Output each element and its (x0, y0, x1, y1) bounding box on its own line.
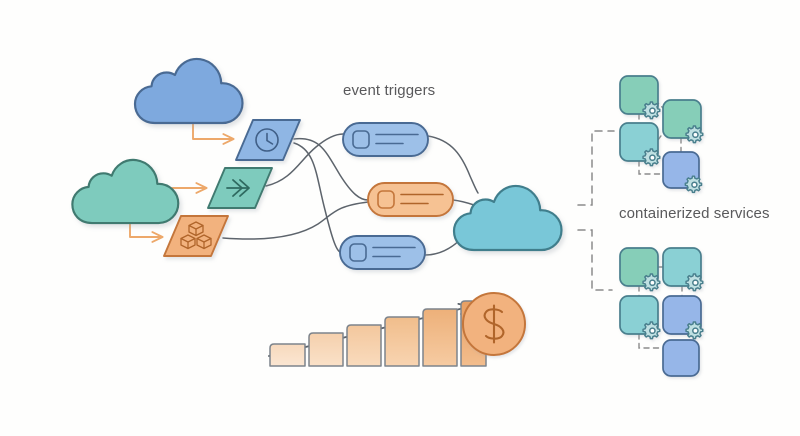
label-event-triggers: event triggers (343, 82, 436, 99)
growth-chart (268, 292, 526, 367)
gear-icon (685, 321, 704, 340)
card-thumb-icon (352, 130, 370, 149)
gear-icon (642, 101, 661, 120)
service-node[interactable] (619, 122, 661, 167)
service-node[interactable] (662, 295, 704, 340)
chart-bar (422, 308, 458, 367)
arrow-teal-cloud-to-storage (129, 217, 161, 237)
gear-icon (685, 273, 704, 292)
dollar-coin (462, 292, 526, 356)
service-node[interactable] (619, 295, 661, 340)
cluster-top (619, 75, 704, 194)
card-lines-icon (375, 133, 419, 145)
function-card-bottom-body (339, 235, 426, 270)
gear-icon (685, 125, 704, 144)
service-node[interactable] (662, 339, 700, 377)
service-node[interactable] (662, 99, 704, 144)
service-node[interactable] (662, 151, 703, 194)
branch-to-top-cluster (577, 130, 615, 206)
service-node-body (662, 339, 700, 377)
card-thumb-icon (377, 190, 395, 209)
cluster-branch-lines (577, 130, 615, 291)
clock-icon (255, 128, 279, 152)
trigger-schedule-body (235, 119, 301, 161)
arrow-blue-cloud-to-schedule (192, 117, 232, 139)
branch-to-bottom-cluster (577, 229, 613, 291)
card-thumb-icon (349, 243, 367, 262)
function-card-top[interactable] (342, 122, 429, 157)
curve-middle-to-cloud (452, 199, 475, 206)
label-containerized-services: containerized services (619, 205, 770, 222)
function-card-middle-body (367, 182, 454, 217)
gear-icon (642, 321, 661, 340)
service-node[interactable] (619, 75, 661, 120)
trigger-schedule[interactable] (235, 119, 301, 161)
cluster-bottom (619, 247, 704, 377)
chart-bar (269, 343, 306, 367)
trigger-queue[interactable] (207, 167, 273, 209)
gear-icon (642, 273, 661, 292)
service-node[interactable] (619, 247, 661, 292)
curve-schedule-to-middle (293, 137, 369, 201)
card-lines-icon (400, 193, 444, 205)
curve-storage-to-middle (222, 201, 369, 240)
service-node[interactable] (662, 247, 704, 292)
function-card-middle[interactable] (367, 182, 454, 217)
gear-icon (684, 175, 703, 194)
trigger-storage[interactable] (163, 215, 229, 257)
feed-arrows (129, 117, 232, 237)
function-card-top-body (342, 122, 429, 157)
chart-bar (308, 332, 344, 367)
chart-bar (346, 324, 382, 367)
function-card-bottom[interactable] (339, 235, 426, 270)
curve-schedule-to-bottom (293, 142, 341, 253)
curve-queue-to-top (265, 133, 344, 187)
gear-icon (642, 148, 661, 167)
card-lines-icon (372, 246, 416, 258)
curve-top-to-cloud (427, 135, 479, 194)
boxes-icon (180, 221, 212, 250)
chart-bar (384, 316, 420, 367)
dollar-sign-icon (483, 304, 505, 344)
chart-bars (269, 300, 487, 367)
arrow-right-icon (226, 179, 250, 197)
